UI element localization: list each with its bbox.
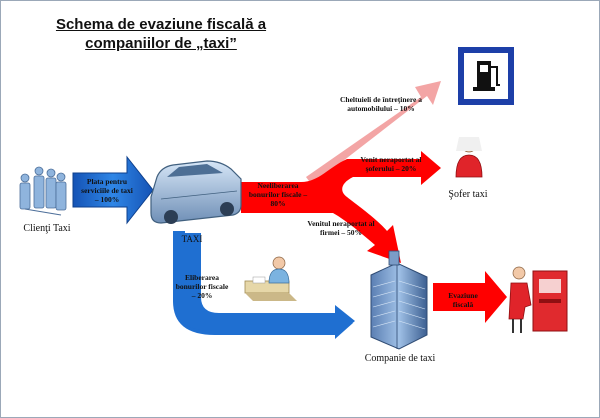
diagram-title: Schema de evaziune fiscală a companiilor… bbox=[31, 15, 291, 53]
fuel-cost-label: Cheltuieli de întreţinere a automobilulu… bbox=[339, 95, 422, 113]
fuel-station-sign-icon bbox=[458, 47, 514, 105]
clients-label: Clienţi Taxi bbox=[23, 223, 71, 234]
taxi-label: TAXI bbox=[181, 234, 203, 244]
tax-evasion-arrow bbox=[433, 271, 507, 323]
people-group-icon bbox=[19, 166, 67, 216]
fuel-cost-arrow bbox=[306, 81, 441, 185]
driver-label: Şofer taxi bbox=[448, 189, 488, 200]
tax-officer-icon bbox=[508, 266, 568, 333]
issuance-arrow-body bbox=[173, 233, 355, 337]
driver-person-icon bbox=[455, 137, 483, 178]
non-issuance-arrow bbox=[241, 151, 441, 263]
company-income-label: Venitul neraportat al firmei – 50% bbox=[307, 219, 375, 237]
non-issuance-label: Neeliberarea bonurilor fiscale – 80% bbox=[248, 181, 308, 208]
tax-evasion-label: Evaziune fiscală bbox=[448, 291, 478, 309]
car-icon bbox=[150, 160, 242, 224]
office-building-icon bbox=[370, 250, 428, 350]
title-line-2: companiilor de „taxi” bbox=[85, 35, 237, 52]
cashier-desk-icon bbox=[244, 256, 297, 301]
payment-label: Plata pentru serviciile de taxi – 100% bbox=[81, 177, 133, 204]
company-label: Companie de taxi bbox=[364, 353, 436, 364]
title-line-1: Schema de evaziune fiscală a bbox=[55, 16, 267, 33]
issuance-label: Eliberarea bonurilor fiscale – 20% bbox=[175, 273, 229, 300]
driver-income-label: Venit neraportat al şoferului – 20% bbox=[360, 155, 422, 173]
payment-arrow bbox=[72, 155, 154, 225]
